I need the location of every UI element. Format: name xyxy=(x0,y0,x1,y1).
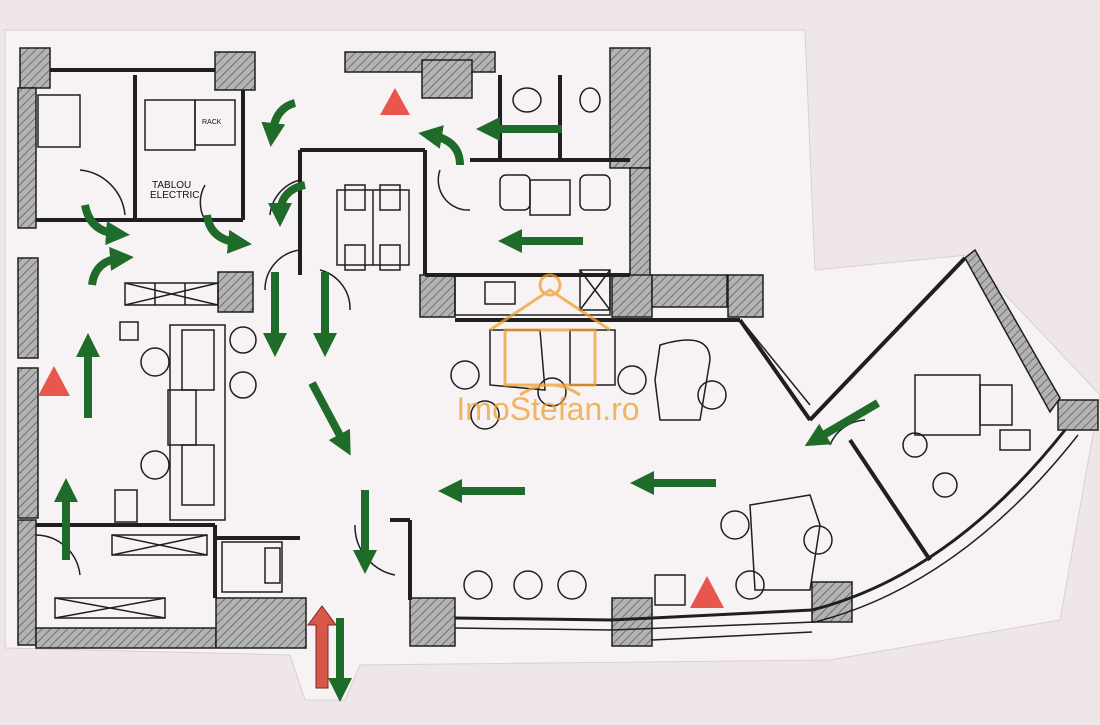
paper-sheet xyxy=(4,29,1100,701)
warning-triangle-icon xyxy=(380,88,410,115)
warning-triangle-icon xyxy=(690,576,724,608)
room-labels: TABLOU ELECTRIC RACK xyxy=(150,119,222,201)
green-arrow-icon xyxy=(203,214,252,254)
evacuation-arrows xyxy=(54,99,881,702)
red-arrow-icon xyxy=(307,605,337,689)
green-arrow-icon xyxy=(418,125,464,166)
hazard-triangles xyxy=(38,88,724,608)
warning-triangle-icon xyxy=(38,366,70,396)
walls xyxy=(17,47,1099,649)
green-arrow-icon xyxy=(261,99,297,147)
fixtures xyxy=(35,87,1031,619)
green-arrow-icon xyxy=(308,381,351,456)
entrance-arrow xyxy=(307,605,337,689)
rack-label: RACK xyxy=(202,119,222,126)
curved-facade xyxy=(454,429,1079,641)
green-arrow-icon xyxy=(88,246,134,286)
electric-panel-label-line2: ELECTRIC xyxy=(150,190,199,201)
green-arrow-icon xyxy=(804,399,881,447)
green-arrow-icon xyxy=(268,181,306,227)
watermark-text: ImoStefan.ro xyxy=(456,391,639,427)
watermark: ImoStefan.ro xyxy=(456,273,640,427)
house-logo-icon xyxy=(489,273,611,397)
green-arrow-icon xyxy=(81,204,130,246)
electric-panel-label: TABLOU xyxy=(152,180,191,191)
